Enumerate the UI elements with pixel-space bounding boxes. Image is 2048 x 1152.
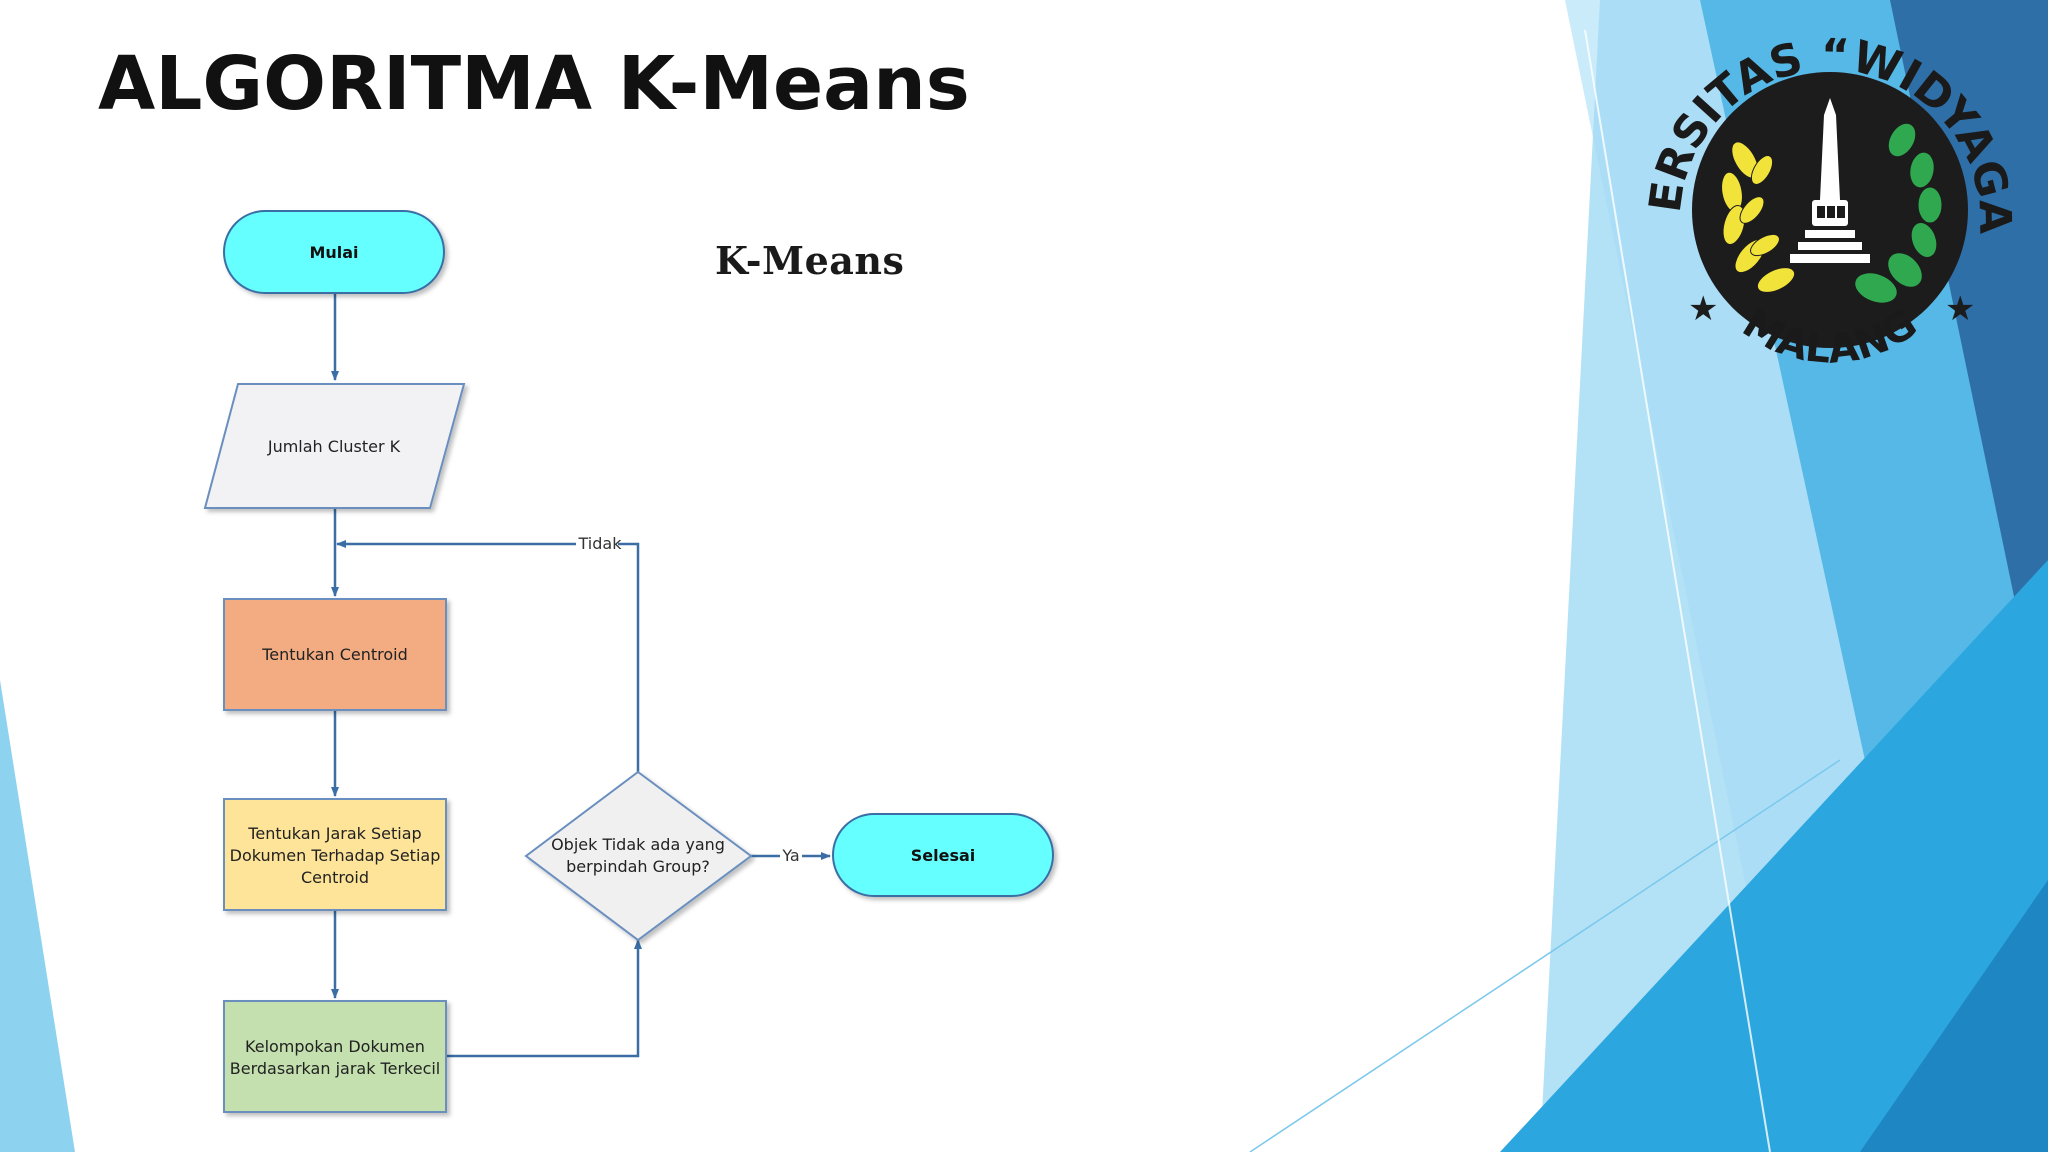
node-centroid: Tentukan Centroid bbox=[223, 598, 447, 711]
bg-tri-bright bbox=[1500, 560, 2048, 1152]
edge-label-yes: Ya bbox=[781, 846, 799, 865]
laurel-left-icon bbox=[1721, 141, 1796, 293]
edge-group-decision bbox=[446, 939, 642, 1058]
node-input: Jumlah Cluster K bbox=[203, 383, 466, 509]
node-centroid-shape bbox=[223, 598, 447, 711]
node-end-label: Selesai bbox=[911, 846, 976, 865]
node-input-shape bbox=[203, 383, 466, 509]
node-end: Selesai bbox=[832, 813, 1054, 897]
edge-decision-no-part1 bbox=[618, 542, 640, 772]
node-distance: Tentukan Jarak Setiap Dokumen Terhadap S… bbox=[223, 798, 447, 911]
bg-tri-deep bbox=[1860, 880, 2048, 1152]
node-distance-shape bbox=[223, 798, 447, 911]
diagram-subtitle: K-Means bbox=[715, 238, 905, 283]
node-end-shape bbox=[832, 813, 1054, 897]
node-group-shape bbox=[223, 1000, 447, 1113]
node-decision-line-2: berpindah Group? bbox=[566, 857, 710, 876]
slide-title: ALGORITMA K-Means bbox=[98, 41, 970, 127]
node-input-label: Jumlah Cluster K bbox=[267, 437, 401, 456]
bg-thin-line-1 bbox=[1249, 759, 1841, 1152]
node-start-label: Mulai bbox=[309, 243, 358, 262]
node-group-line-1: Kelompokan Dokumen bbox=[245, 1037, 425, 1056]
node-decision-line-1: Objek Tidak ada yang bbox=[551, 835, 725, 854]
node-centroid-label: Tentukan Centroid bbox=[261, 645, 408, 664]
left-sliver bbox=[0, 680, 75, 1152]
node-group: Kelompokan Dokumen Berdasarkan jarak Ter… bbox=[223, 1000, 447, 1113]
node-start: Mulai bbox=[223, 210, 445, 294]
edge-label-no: Tidak bbox=[578, 534, 623, 553]
node-group-line-2: Berdasarkan jarak Terkecil bbox=[230, 1059, 441, 1078]
leaves-right-icon bbox=[1854, 122, 1943, 304]
node-distance-line-2: Dokumen Terhadap Setiap bbox=[230, 846, 441, 865]
node-decision: Objek Tidak ada yang berpindah Group? bbox=[524, 770, 753, 942]
node-decision-shape bbox=[524, 770, 753, 942]
connectors bbox=[331, 293, 831, 1058]
star-left-icon: ★ bbox=[1688, 289, 1718, 329]
node-distance-line-1: Tentukan Jarak Setiap bbox=[247, 824, 421, 843]
monument-icon bbox=[1790, 98, 1870, 263]
bg-thin-line-2 bbox=[1584, 29, 1771, 1152]
star-right-icon: ★ bbox=[1945, 289, 1975, 329]
node-start-shape bbox=[223, 210, 445, 294]
node-distance-line-3: Centroid bbox=[301, 868, 369, 887]
